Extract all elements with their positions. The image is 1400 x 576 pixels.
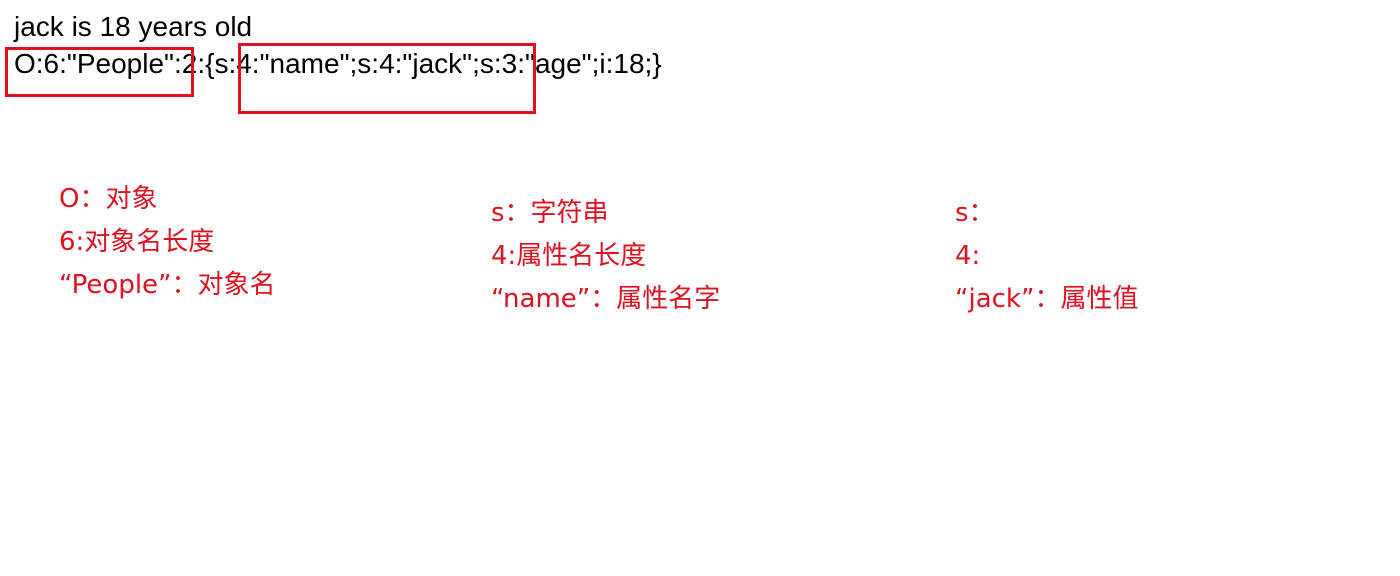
annotation-line: 4: bbox=[955, 241, 981, 271]
annotation-line: s：字符串 bbox=[491, 198, 609, 228]
output-line-1: jack is 18 years old bbox=[14, 11, 253, 42]
object-highlight-box bbox=[5, 47, 194, 97]
annotation-line: O：对象 bbox=[59, 184, 158, 214]
property-name-annotation: s：字符串 4:属性名长度 “name”：属性名字 bbox=[491, 192, 720, 321]
annotation-line: “name”：属性名字 bbox=[491, 284, 721, 314]
annotation-line: s： bbox=[955, 198, 995, 228]
serialized-string: O:6:"People":2:{s:4:"name";s:4:"jack";s:… bbox=[14, 48, 662, 79]
object-annotation: O：对象 6:对象名长度 “People”：对象名 bbox=[59, 178, 276, 307]
annotation-line: 6:对象名长度 bbox=[59, 227, 215, 257]
property-value-annotation: s： 4: “jack”：属性值 bbox=[955, 192, 1138, 321]
annotation-line: 4:属性名长度 bbox=[491, 241, 647, 271]
property-highlight-box bbox=[238, 43, 536, 114]
annotation-line: “People”：对象名 bbox=[59, 270, 276, 300]
annotation-line: “jack”：属性值 bbox=[955, 284, 1139, 314]
